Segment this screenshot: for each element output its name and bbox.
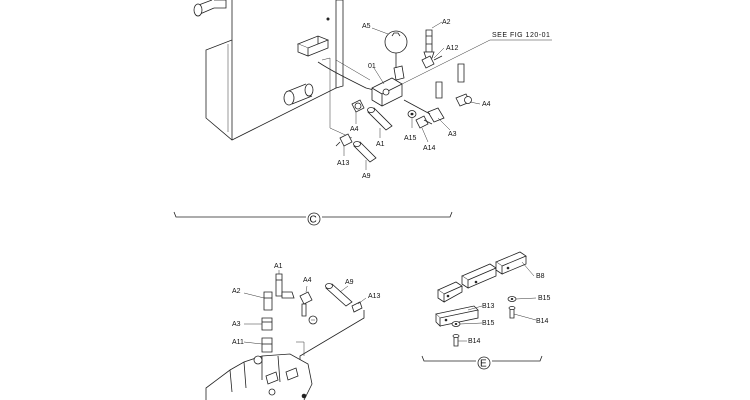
label-a9: A9 — [362, 173, 371, 180]
fitting-a4-left — [351, 99, 365, 113]
washer-b15-mid — [451, 321, 461, 327]
washer-a15 — [407, 110, 417, 118]
section-c-symbol: C — [310, 215, 317, 226]
rod-a9 — [353, 141, 377, 163]
label-a11: A11 — [232, 339, 244, 346]
valve-body — [371, 65, 405, 107]
label-a9-lower: A9 — [345, 279, 354, 286]
label-a4-right: A4 — [482, 101, 491, 108]
label-01: 01 — [368, 63, 376, 70]
fitting-a13 — [335, 133, 353, 147]
label-a1: A1 — [376, 141, 385, 148]
label-a13: A13 — [337, 160, 350, 167]
fitting-a13-lower — [351, 301, 363, 313]
elbow-a12 — [421, 55, 443, 69]
section-e-symbol: E — [480, 359, 487, 370]
elbow-a4-lower — [299, 291, 313, 317]
label-a1-lower: A1 — [274, 263, 283, 270]
label-b14-right: B14 — [536, 318, 549, 325]
label-b14-bottom: B14 — [468, 338, 481, 345]
section-c-leaders — [343, 21, 481, 170]
label-a5: A5 — [362, 23, 371, 30]
label-a13-lower: A13 — [368, 293, 381, 300]
bolt-b14-bottom — [452, 334, 460, 347]
section-c-divider: C — [173, 211, 453, 226]
label-b15-mid: B15 — [482, 320, 495, 327]
label-a2-lower: A2 — [232, 288, 241, 295]
knob-a5 — [384, 30, 408, 68]
washer-b15-top — [507, 296, 517, 302]
fitting-a4-right — [455, 93, 472, 107]
see-fig-callout: SEE FIG 120-01 — [401, 32, 552, 85]
see-fig-reference: SEE FIG 120-01 — [492, 32, 550, 39]
bolt-b14-right — [508, 306, 516, 319]
bolt-a14 — [415, 115, 433, 129]
sleeve-a2 — [423, 29, 435, 59]
label-a14: A14 — [423, 145, 436, 152]
section-a-assembly: A1 A4 A9 A2 A13 A3 A11 — [205, 263, 381, 400]
label-a15: A15 — [404, 135, 417, 142]
section-e-leaders — [458, 261, 537, 342]
fitting-a11 — [261, 337, 273, 353]
label-a2: A2 — [442, 19, 451, 26]
pin-a1-lower — [275, 273, 295, 299]
label-a3-lower: A3 — [232, 321, 241, 328]
fitting-a2-lower — [263, 291, 273, 311]
bracket-row-top — [437, 251, 527, 303]
fitting-a3-lower — [261, 317, 273, 331]
control-valve-block — [205, 353, 313, 400]
label-a3: A3 — [448, 131, 457, 138]
hose-line — [317, 61, 383, 93]
section-a-leaders — [243, 270, 367, 345]
section-e-divider: E — [421, 355, 543, 370]
pin-a1 — [367, 107, 393, 131]
section-e-assembly: B8 B13 B15 B15 B14 B14 E — [421, 251, 551, 370]
circled-ref-marker — [308, 315, 318, 325]
rod-a9-lower — [325, 283, 353, 307]
housing-panel — [193, 0, 371, 141]
label-a4-lower: A4 — [303, 277, 312, 284]
fitting-a3 — [403, 99, 445, 123]
plug-pins — [435, 63, 465, 99]
label-b15-top: B15 — [538, 295, 551, 302]
label-b8: B8 — [536, 273, 545, 280]
label-a4-left: A4 — [350, 126, 359, 133]
section-c-assembly: SEE FIG 120-01 A5 A2 A12 01 A4 A3 A4 A15… — [173, 0, 552, 226]
label-a12: A12 — [446, 45, 459, 52]
label-b13: B13 — [482, 303, 495, 310]
